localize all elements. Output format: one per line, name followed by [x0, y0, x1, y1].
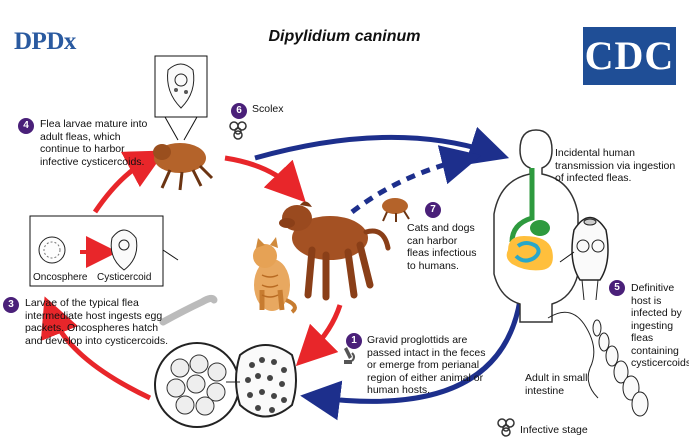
step-1-badge: 1: [346, 333, 362, 349]
scolex: [559, 216, 609, 301]
gravid-proglottid: [226, 344, 297, 418]
flea-larva: [159, 294, 218, 326]
human-figure: [493, 129, 579, 323]
cdc-logo: CDC: [583, 27, 676, 85]
red-cycle-arrows: [40, 150, 343, 401]
step-6-text: Definitive host is infected by ingesting…: [631, 282, 689, 369]
microscope-icon: [344, 347, 355, 364]
cat-illustration: [253, 237, 297, 314]
step-3-badge: 3: [3, 297, 19, 313]
step-3-text: Larvae of the typical flea intermediate …: [25, 297, 168, 347]
adult-flea: [153, 143, 214, 191]
arrow-flea-to-dog: [224, 155, 306, 203]
step-4-text: Flea larvae mature into adult fleas, whi…: [40, 118, 148, 168]
step-4-badge: 4: [18, 118, 34, 134]
cysticercoid-label: Cysticercoid: [97, 272, 152, 283]
arrow-dog-to-proglottids: [295, 304, 343, 367]
legend-infective-stage: Infective stage: [520, 424, 588, 436]
step-1-text: Gravid proglottids are passed intact in …: [367, 334, 486, 396]
step-5-badge: 6: [231, 103, 247, 119]
adult-label: Adult in small intestine: [525, 372, 588, 397]
arrow-eggs-to-flea-larva: [40, 296, 152, 401]
oncosphere-label: Oncosphere: [33, 272, 88, 283]
egg-packet: [154, 342, 240, 428]
legend-biohazard-icon: [497, 418, 515, 437]
arrow-larva-to-adult-flea: [92, 150, 166, 214]
step-7-badge: 7: [425, 202, 441, 218]
step-5-text: Scolex: [252, 103, 284, 115]
arrow-flea-to-human: [254, 126, 510, 165]
incidental-transmission-text: Incidental human transmission via ingest…: [555, 147, 676, 184]
cysticercoid-inset: [154, 55, 208, 141]
oncosphere-inset: [29, 215, 179, 287]
dog-illustration: [279, 201, 391, 301]
adult-tapeworm: [547, 311, 649, 417]
dpdx-logo: DPDx: [14, 28, 76, 55]
diagram-title: Dipylidium caninum: [268, 28, 421, 45]
small-flea: [382, 198, 410, 222]
step-7-text: Cats and dogs can harbor fleas infectiou…: [407, 222, 477, 272]
biohazard-icon: [229, 121, 247, 140]
blue-arrows: [254, 126, 523, 421]
step-6-badge: 5: [609, 280, 625, 296]
arrow-human-to-proglottids: [300, 299, 523, 421]
